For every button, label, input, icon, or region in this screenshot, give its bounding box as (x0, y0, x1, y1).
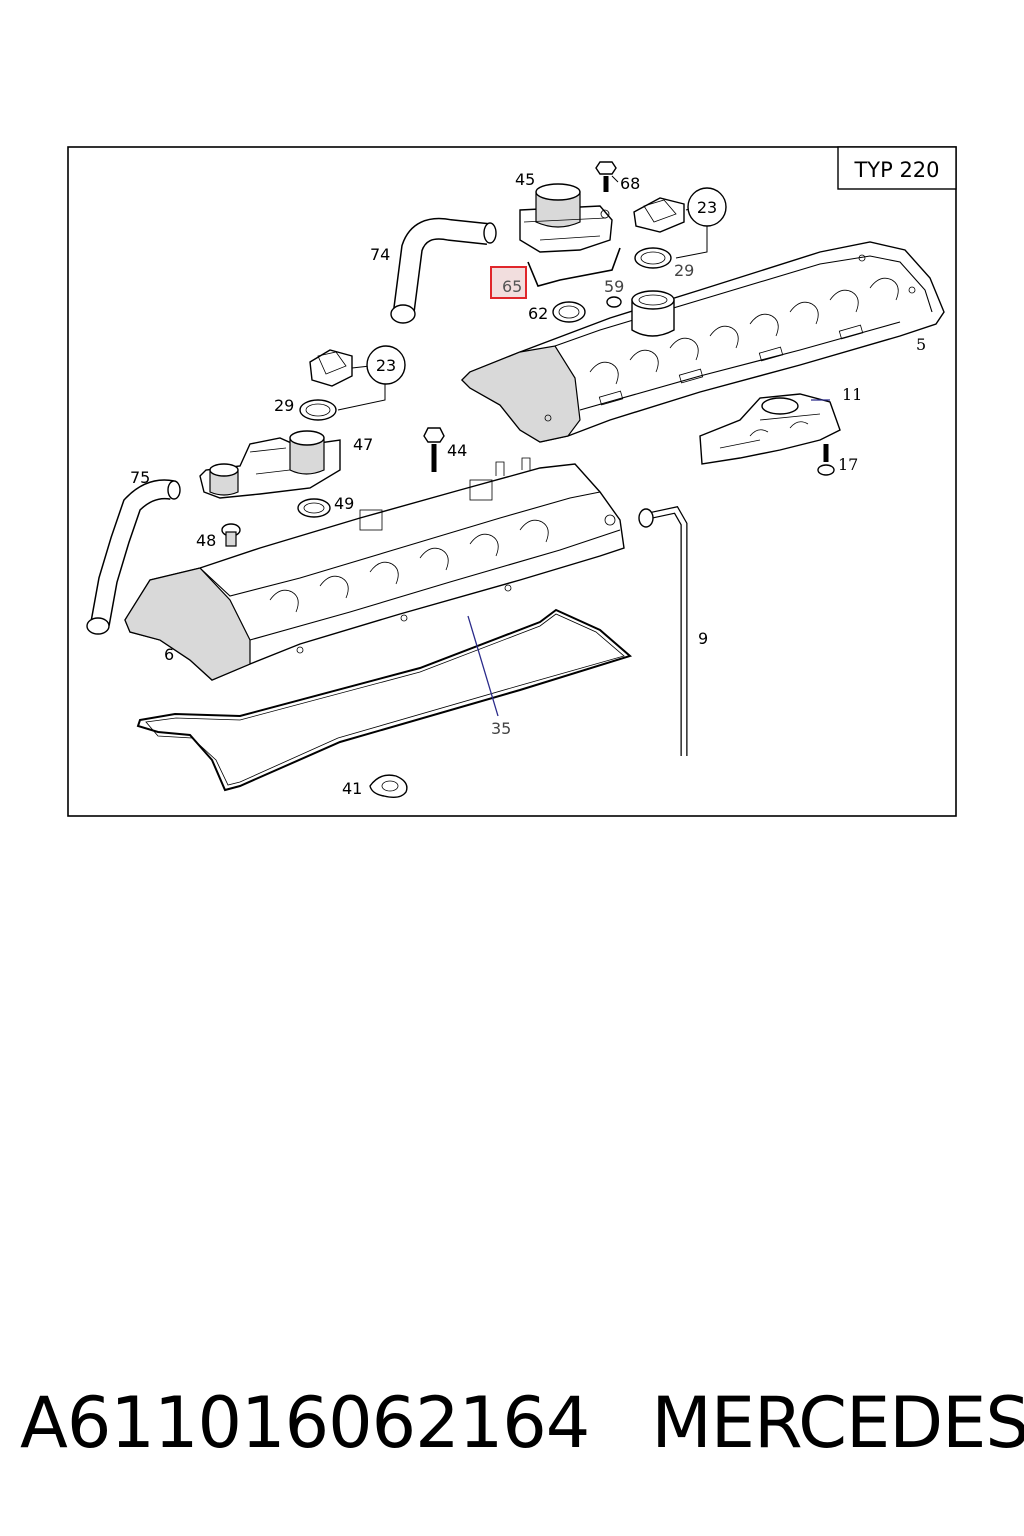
callout-6: 6 (164, 645, 174, 664)
brand-name: MERCEDES (651, 1382, 1024, 1464)
part-41-seal (369, 774, 408, 799)
callout-circle-23-lower (366, 345, 406, 385)
part-68-bolt (595, 161, 617, 192)
callout-29-upper: 29 (674, 261, 694, 280)
part-75-hose (86, 479, 181, 635)
part-11-baffle (699, 393, 841, 465)
callout-23-lower: 23 (376, 356, 396, 375)
part-5-right-valve-cover (461, 241, 945, 443)
part-9-breather-tube (638, 506, 688, 756)
callout-45: 45 (515, 170, 535, 189)
callout-41: 41 (342, 779, 362, 798)
callout-48: 48 (196, 531, 216, 550)
part-59-ring (606, 296, 622, 308)
callout-59: 59 (604, 277, 624, 296)
exploded-parts-diagram: TYP 220 (67, 146, 957, 817)
part-65-bracket (527, 247, 621, 287)
part-45-oil-separator (519, 183, 613, 253)
part-caption: A611016062164 MERCEDES (20, 1378, 1024, 1468)
part-74-hose (390, 217, 497, 324)
callout-65: 65 (502, 277, 522, 296)
part-number: A611016062164 (20, 1382, 590, 1464)
part-48-plug (221, 523, 241, 547)
callout-65-highlight (490, 266, 527, 299)
type-label: TYP 220 (853, 158, 939, 182)
part-29-oring-lower (299, 399, 337, 421)
callout-75: 75 (130, 468, 150, 487)
part-23-cap-lower (309, 349, 353, 387)
part-23-cap-upper (633, 197, 685, 233)
type-label-box: TYP 220 (837, 146, 957, 190)
callout-74: 74 (370, 245, 390, 264)
callout-5: 5 (916, 335, 926, 354)
callout-62: 62 (528, 304, 548, 323)
part-29-oring-upper (634, 247, 672, 269)
callout-29-lower: 29 (274, 396, 294, 415)
callout-23-upper: 23 (697, 198, 717, 217)
part-62-seal (552, 301, 586, 323)
part-44-bolt (423, 427, 445, 472)
part-47-oil-separator (199, 430, 341, 499)
part-49-oring (297, 498, 331, 518)
callout-9: 9 (698, 629, 708, 648)
callout-35: 35 (491, 719, 511, 738)
callout-47: 47 (353, 435, 373, 454)
callout-44: 44 (447, 441, 467, 460)
callout-circle-23-upper (687, 187, 727, 227)
callout-68: 68 (620, 174, 640, 193)
callout-17: 17 (838, 455, 858, 474)
callout-49: 49 (334, 494, 354, 513)
callout-11: 11 (842, 385, 862, 404)
part-35-gasket (136, 608, 633, 792)
part-17-bolt (817, 444, 835, 476)
part-6-left-valve-cover (124, 457, 625, 681)
